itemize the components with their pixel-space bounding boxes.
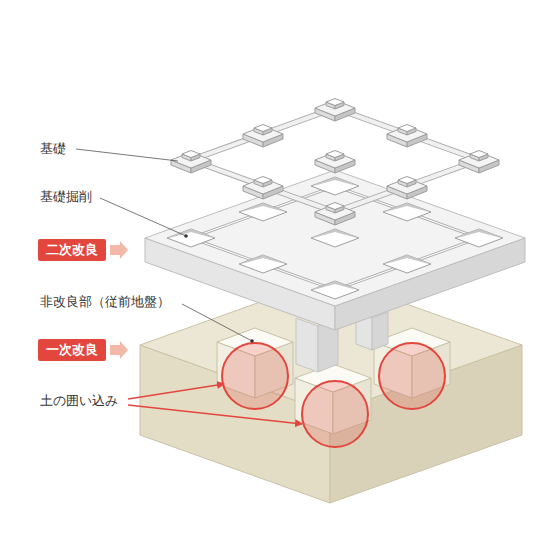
pedestal-top [182,151,200,158]
foundation-beam [191,108,479,212]
column [372,312,388,350]
enclosure-circle [222,343,288,409]
excavation-hole [239,203,287,221]
layer-tag: 二次改良 [38,239,106,261]
callout-label: 土の囲い込み [40,393,118,409]
excavation-hole [455,229,503,247]
hole-wall [383,255,431,264]
pointer-arrow [110,341,128,359]
pedestal-top [326,151,344,158]
pedestal-top [398,177,416,184]
excavation-hole [383,203,431,221]
red-arrow [128,384,224,399]
pedestal-top [326,203,344,210]
hole-wall [239,203,287,212]
column [296,318,318,372]
leader-dot [184,234,188,238]
excavation-trench [191,186,479,290]
leader-line [182,304,252,341]
excavation-hole [311,281,359,299]
excavation-hole [167,229,215,247]
excavation-holes [167,177,503,299]
hole-wall [311,281,359,290]
leader-dot [250,339,254,343]
foundation-pads [171,99,499,226]
part-label: 基礎掘削 [40,189,92,205]
enclosure-circle [379,343,445,409]
pedestal-top [470,151,488,158]
leader-line [76,149,178,161]
pedestal-top [398,125,416,132]
hole-wall [383,203,431,212]
red-arrow [128,405,302,424]
excavation-hole [311,177,359,195]
pointer-arrow [110,241,128,259]
hole-wall [311,177,359,186]
enclosure-circle [302,381,368,447]
hole-wall [455,229,503,238]
excavation-hole [383,255,431,273]
pedestal-top [254,125,272,132]
excavation-hole [239,255,287,273]
layer-tag: 一次改良 [38,339,106,361]
hole-wall [311,229,359,238]
part-label: 基礎 [40,141,66,157]
layer-tag-text: 一次改良 [46,342,98,358]
slab-top-face [145,170,525,306]
excavation-trench [191,186,479,290]
layer-tag-text: 二次改良 [46,242,98,258]
pedestal-top [254,177,272,184]
part-label: 非改良部（従前地盤） [40,294,170,310]
foundation-beam [191,108,479,212]
excavation-hole [311,229,359,247]
leader-line [100,198,186,236]
hole-wall [239,255,287,264]
pedestal-top [326,99,344,106]
